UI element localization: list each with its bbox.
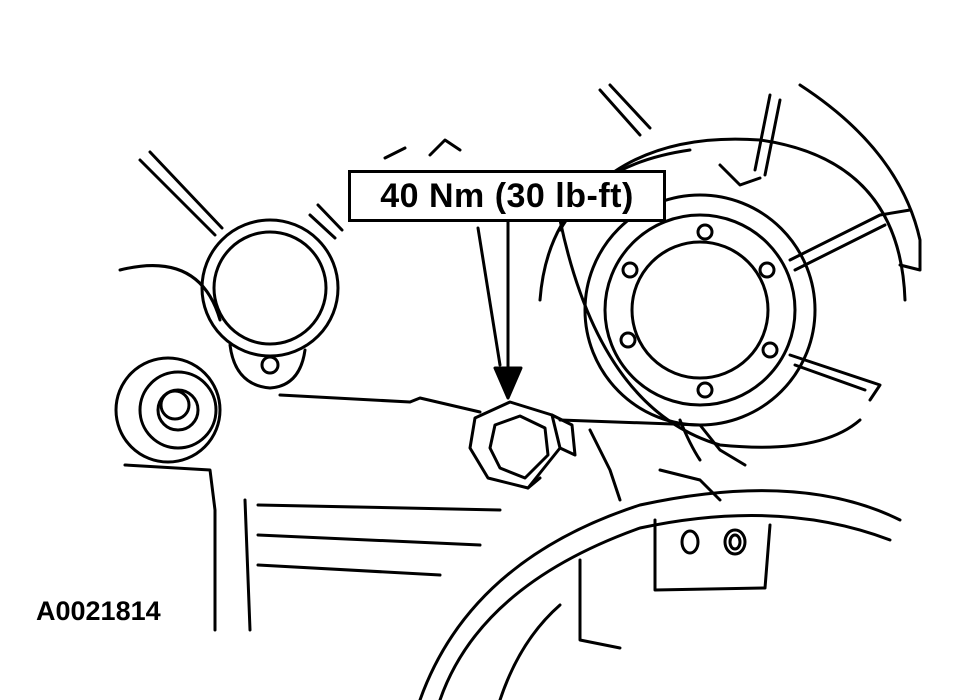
housing-lower-edge — [243, 498, 252, 632]
disc-assembly — [538, 83, 922, 449]
hex-nut — [468, 400, 577, 490]
leader-line-guide — [476, 226, 502, 367]
cross-member-lower — [588, 428, 622, 502]
upper-bracket-arm-right — [308, 203, 344, 240]
torque-callout: 40 Nm (30 lb-ft) — [348, 170, 666, 222]
housing-rail — [256, 503, 502, 577]
figure-id: A0021814 — [36, 596, 161, 626]
upper-bracket-small-lines — [383, 138, 462, 160]
housing-left-outline — [118, 264, 222, 632]
pulley — [418, 468, 902, 700]
housing-diagonal — [278, 393, 482, 414]
upper-bracket-arm — [138, 150, 224, 237]
cross-member — [558, 418, 747, 467]
cross-member-web — [678, 418, 702, 462]
bushing — [114, 356, 222, 464]
leader-arrow-head — [493, 366, 523, 400]
ring-bracket — [200, 218, 340, 390]
